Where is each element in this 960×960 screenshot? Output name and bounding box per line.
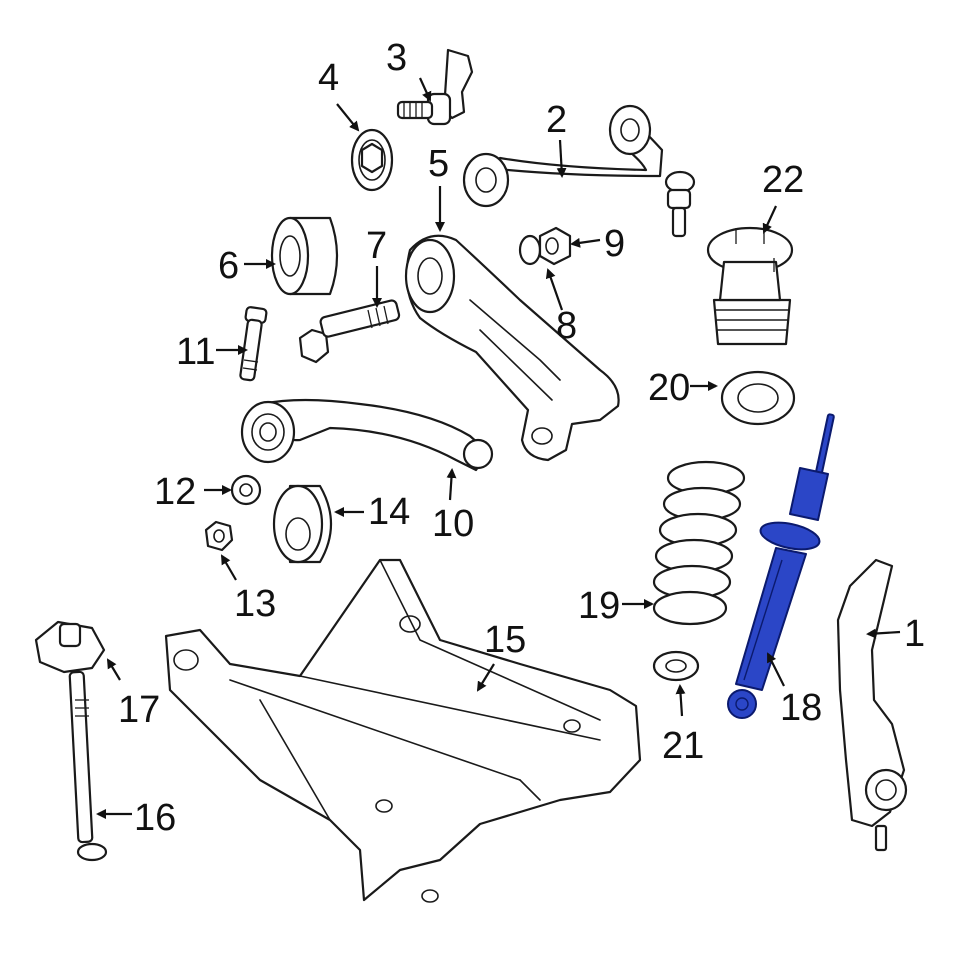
- callout-labels: 1 2 3 4 5 6 7 8 9 10 11 12 13 14 15 16 1…: [118, 37, 925, 839]
- part-4-washer-nut: [350, 128, 394, 192]
- part-22-strut-mount: [706, 226, 794, 346]
- part-15-subframe: [164, 558, 642, 903]
- part-7-bolt: [298, 299, 401, 364]
- part-17-bracket: [34, 620, 106, 674]
- part-6-bushing: [270, 216, 339, 296]
- part-11-bolt: [239, 306, 268, 382]
- part-8-9-nut-washer: [518, 226, 572, 266]
- part-3-cam-bolt: [396, 48, 474, 126]
- part-2-upper-arm: [462, 104, 696, 238]
- part-20-isolator: [720, 370, 796, 426]
- callout-9: 9: [604, 223, 625, 265]
- callout-3: 3: [386, 37, 407, 79]
- callout-20: 20: [648, 367, 690, 409]
- callout-2: 2: [546, 99, 567, 141]
- callout-10: 10: [432, 503, 474, 545]
- part-14-bushing: [272, 484, 333, 564]
- callout-6: 6: [218, 245, 239, 287]
- part-16-long-bolt: [68, 670, 108, 862]
- callout-15: 15: [484, 619, 526, 661]
- part-1-knuckle: [836, 558, 908, 852]
- callout-8: 8: [556, 305, 577, 347]
- part-5-lower-arm: [404, 234, 620, 462]
- part-13-nut: [204, 520, 234, 552]
- part-19-coil-spring: [652, 460, 746, 626]
- callout-19: 19: [578, 585, 620, 627]
- callout-18: 18: [780, 687, 822, 729]
- callout-22: 22: [762, 159, 804, 201]
- part-21-seat: [652, 650, 700, 682]
- callout-4: 4: [318, 57, 339, 99]
- callout-1: 1: [904, 613, 925, 655]
- callout-14: 14: [368, 491, 410, 533]
- part-12-bushing: [230, 474, 262, 506]
- callout-12: 12: [154, 471, 196, 513]
- callout-11: 11: [176, 331, 215, 373]
- callout-17: 17: [118, 689, 160, 731]
- callout-13: 13: [234, 583, 276, 625]
- callout-5: 5: [428, 143, 449, 185]
- callout-7: 7: [366, 225, 387, 267]
- leader-lines: [96, 77, 901, 819]
- part-18-shock-absorber: [727, 413, 835, 719]
- part-10-front-arm: [240, 398, 494, 472]
- callout-16: 16: [134, 797, 176, 839]
- callout-21: 21: [662, 725, 704, 767]
